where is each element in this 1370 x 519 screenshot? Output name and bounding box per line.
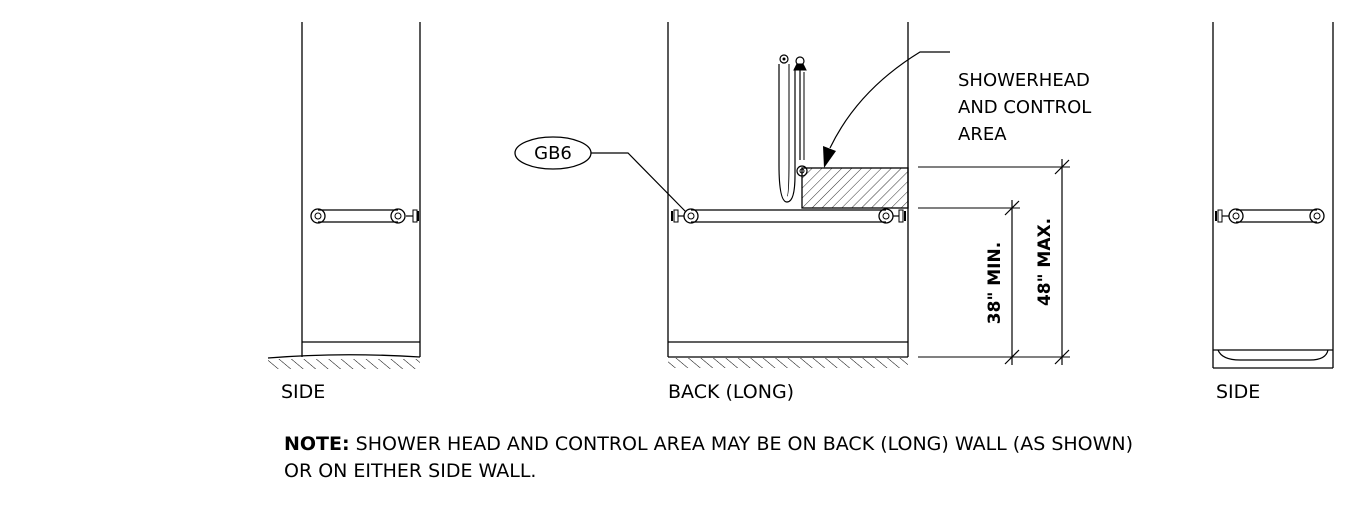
area-callout-line1: SHOWERHEAD [958,70,1090,91]
note-line2: OR ON EITHER SIDE WALL. [284,460,537,482]
back-long-label: BACK (LONG) [668,381,794,403]
left-grab-bar [310,208,419,224]
side-right-label: SIDE [1216,381,1260,403]
showerhead-control-area [801,167,909,209]
max-height-dimension: 48" MAX. [1035,218,1055,306]
note-line1: SHOWER HEAD AND CONTROL AREA MAY BE ON B… [355,433,1134,455]
hand-shower [778,54,808,203]
back-wall [514,22,950,368]
back-grab-bar [671,208,906,224]
area-callout-line2: AND CONTROL [958,97,1091,118]
gb6-tag-label: GB6 [534,143,572,164]
left-side-wall [267,22,421,369]
note-text: NOTE: SHOWER HEAD AND CONTROL AREA MAY B… [284,431,1324,485]
right-side-wall [1212,22,1334,369]
note-heading: NOTE: [284,433,350,455]
right-grab-bar [1215,208,1325,224]
dimension-lines [918,159,1070,365]
area-leader-line [829,51,950,149]
gb6-leader-line [591,152,687,213]
back-floor-hatch [668,358,908,368]
right-floor-curb [1217,349,1329,361]
min-height-dimension: 38" MIN. [985,242,1005,324]
area-callout-line3: AREA [958,124,1007,145]
area-leader-arrow [823,146,836,168]
left-floor-hatch [268,359,420,369]
side-left-label: SIDE [281,381,325,403]
